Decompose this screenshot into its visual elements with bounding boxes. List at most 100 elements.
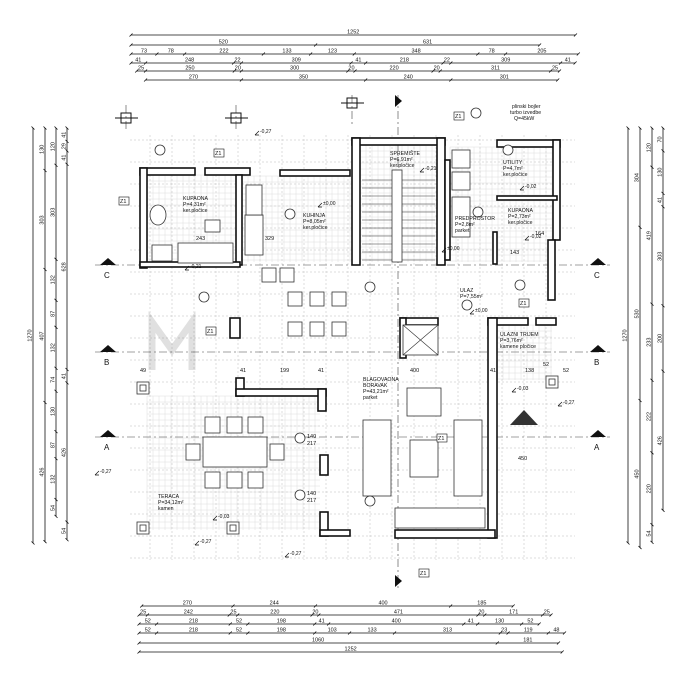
- columns: [136, 375, 559, 535]
- dimension-tick: [476, 52, 480, 56]
- dimension-tick: [54, 298, 58, 303]
- dimension-tick: [43, 267, 47, 272]
- level-marks: -0,27-0,21±0,00-0,21-0,02±0,00-0,02±0,00…: [94, 129, 575, 558]
- dimension-tick: [65, 537, 69, 542]
- dimension-value: 41: [62, 132, 68, 138]
- level-value: -0,03: [517, 386, 529, 392]
- dimension-value: 132: [51, 343, 57, 352]
- dimension-tick: [308, 52, 313, 56]
- dimension-tick: [573, 33, 578, 37]
- dimension-value: 74: [51, 377, 57, 383]
- inner-dimension-value: 217: [307, 498, 316, 504]
- dimension-value: 250: [185, 66, 194, 72]
- dimension-value: 181: [523, 638, 532, 644]
- axis-crosshair-icon: [225, 112, 248, 124]
- dimension-value: 171: [509, 610, 518, 616]
- dimension-tick: [65, 162, 69, 167]
- dimension-tick: [326, 622, 331, 626]
- dimension-tick: [546, 631, 551, 635]
- dimension-tick: [43, 126, 47, 130]
- dimension-value: 120: [647, 143, 653, 152]
- dimension-tick: [317, 613, 321, 617]
- dimension-tick: [43, 168, 47, 173]
- dimension-value: 78: [489, 49, 495, 55]
- dimension-value: 301: [500, 75, 509, 81]
- inner-dimension-value: 52: [563, 368, 569, 374]
- level-mark-icon: [441, 247, 447, 253]
- dimension-value: 218: [189, 628, 198, 634]
- dimension-tick: [137, 631, 141, 635]
- dimension-tick: [143, 69, 148, 73]
- dimension-value: 22: [444, 58, 450, 64]
- dimension-value: 119: [524, 628, 533, 634]
- door-tag: [205, 326, 217, 336]
- dimension-value: 20: [348, 66, 354, 72]
- section-markers: C C B B A A: [100, 95, 606, 587]
- dimension-tick: [137, 613, 141, 617]
- dimension-value: 242: [184, 610, 193, 616]
- section-a-right: A: [590, 430, 606, 452]
- dimension-tick: [537, 43, 542, 47]
- dimension-value: 54: [647, 530, 653, 536]
- dimension-tick: [65, 520, 69, 524]
- dimension-tick: [246, 631, 250, 635]
- dimension-tick: [143, 78, 148, 82]
- dimension-value: 130: [40, 145, 46, 154]
- dimension-value: 52: [236, 628, 242, 634]
- dimension-tick: [139, 604, 144, 608]
- dimension-tick: [65, 139, 69, 144]
- dimension-tick: [661, 369, 665, 373]
- dimension-value: 133: [282, 49, 291, 55]
- dimension-value: 426: [62, 448, 68, 457]
- dimension-tick: [346, 69, 350, 73]
- dimension-value: 25: [140, 610, 146, 616]
- inner-dimension-value: 140: [307, 491, 316, 497]
- level-mark-icon: [184, 265, 190, 271]
- door-tag: [453, 111, 465, 121]
- level-mark-icon: [511, 387, 517, 393]
- dimension-value: 41: [468, 619, 474, 625]
- dimension-tick: [475, 622, 480, 626]
- dimension-value: 25: [544, 610, 550, 616]
- dimension-tick: [239, 78, 244, 82]
- level-value: -0,21: [425, 166, 437, 172]
- dimension-tick: [558, 61, 563, 65]
- inner-dimension-value: 143: [510, 250, 519, 256]
- dimension-value: 1270: [623, 329, 629, 341]
- dimension-value: 248: [185, 58, 194, 64]
- section-a-left: A: [100, 430, 116, 452]
- dimension-value: 348: [411, 49, 420, 55]
- dimension-tick: [626, 126, 630, 130]
- dimension-tick: [661, 191, 665, 196]
- dimension-value: 313: [443, 628, 452, 634]
- door-tag-label: Z1: [438, 436, 444, 442]
- dimension-tick: [54, 429, 58, 434]
- dimension-value: 132: [51, 475, 57, 484]
- dimension-tick: [638, 126, 642, 130]
- dimension-tick: [235, 613, 240, 617]
- dimension-value: 240: [404, 75, 413, 81]
- dimension-value: 309: [501, 58, 510, 64]
- level-value: -0,27: [100, 469, 112, 475]
- door-tag-label: Z1: [420, 571, 426, 577]
- level-mark-icon: [419, 167, 425, 173]
- dimension-value: 233: [647, 338, 653, 347]
- level-mark-icon: [212, 515, 218, 521]
- dimension-value: 218: [189, 619, 198, 625]
- dimension-tick: [449, 78, 453, 82]
- section-c-right: C: [590, 258, 606, 280]
- dimension-tick: [313, 604, 318, 608]
- inner-dimension-value: 329: [265, 236, 274, 242]
- dimension-value: 222: [219, 49, 228, 55]
- level-mark-icon: [284, 552, 290, 558]
- level-value: ±0,00: [447, 246, 460, 252]
- dimension-tick: [231, 61, 236, 65]
- dimension-value: 311: [491, 66, 500, 72]
- dimension-tick: [638, 545, 642, 550]
